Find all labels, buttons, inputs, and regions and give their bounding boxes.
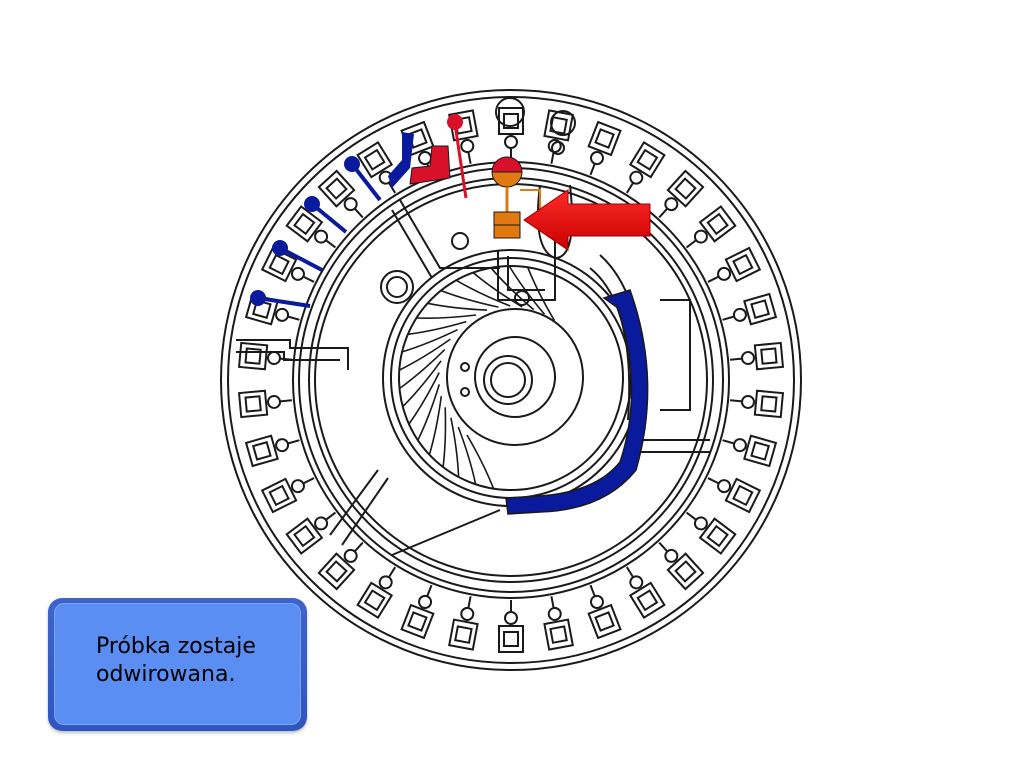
port-left-inner (386, 276, 408, 298)
cuvette-cell (543, 596, 574, 651)
cuvette-cell (244, 434, 300, 468)
rotor-ring-3 (308, 177, 714, 583)
caption-line-2: odwirowana. (96, 662, 236, 687)
blue-collection-arc (505, 289, 649, 515)
spiral-vane (417, 384, 441, 441)
cuvette-cell (707, 246, 762, 283)
spiral-vane (427, 302, 488, 311)
spiral-vane (455, 279, 511, 307)
spiral-vane (472, 271, 523, 308)
spiral-vane (450, 417, 460, 478)
spiral-vane (440, 289, 499, 308)
chamber-right (660, 299, 691, 411)
red-sample-chamber (409, 114, 468, 199)
metering-chamber (491, 156, 541, 239)
hub-ring-2 (390, 257, 632, 499)
cuvette-cell (729, 341, 785, 371)
hub-center-core (490, 362, 526, 398)
caption-line-1: Próbka zostaje (96, 634, 256, 659)
spiral-vane (457, 426, 477, 485)
port-left (380, 270, 414, 304)
hub-center-ring (474, 336, 556, 418)
cuvette-cell (685, 205, 737, 249)
cuvette-cell (317, 169, 364, 219)
spiral-vane (442, 407, 447, 468)
spiral-vane (428, 395, 443, 455)
channel-top-center (497, 240, 556, 301)
spiral-vane (402, 360, 442, 408)
spoke-lower-left (329, 469, 379, 536)
spiral-vane (407, 320, 467, 336)
cuvette-ring (237, 107, 785, 653)
spiral-vane (416, 314, 477, 319)
cuvette-cell (729, 389, 785, 419)
caption-text: Próbka zostaje odwirowana. (54, 603, 301, 725)
hub-center-inner (483, 355, 533, 405)
spiral-vane (399, 349, 446, 390)
cuvette-cell (685, 511, 737, 555)
cuvette-cell (285, 511, 337, 555)
cuvette-cell (707, 477, 762, 514)
spiral-vane (490, 267, 535, 311)
channel-upper-left-2 (391, 209, 433, 279)
cuvette-cell (448, 596, 479, 651)
cuvette-cell (317, 541, 364, 591)
channel-crescent-2 (589, 267, 631, 421)
port-top-1 (495, 97, 525, 127)
cuvette-cell (237, 389, 293, 419)
cuvette-cell (498, 600, 524, 653)
rotor-outer-rim (220, 89, 802, 671)
channel-top-center-2 (507, 256, 545, 291)
cuvette-cell (587, 120, 622, 176)
cuvette-cell (498, 107, 524, 160)
red-arrow-indicator (523, 189, 651, 251)
hub-center-outer (446, 308, 584, 446)
spiral-channel (398, 265, 556, 489)
channel-left-2 (236, 351, 340, 361)
cuvette-cell (722, 292, 778, 326)
cuvette-cell (625, 566, 666, 619)
cuvette-cell (587, 584, 622, 640)
hub-ring-3 (398, 265, 624, 491)
cuvette-cell (658, 541, 705, 591)
spiral-vane (398, 338, 451, 371)
cuvette-cell (543, 109, 574, 164)
spiral-vane (401, 328, 458, 353)
spoke-bottom (391, 509, 501, 556)
caption-box: Próbka zostaje odwirowana. (48, 598, 307, 731)
channel-left (236, 339, 349, 370)
cuvette-cell (625, 141, 666, 194)
cuvette-cell (356, 566, 397, 619)
hub-hole-2 (460, 387, 470, 397)
cuvette-cell (260, 477, 315, 514)
spiral-vane (408, 372, 440, 425)
spiral-vane (526, 266, 556, 322)
cuvette-cell (244, 292, 300, 326)
port-upper-mid (451, 232, 469, 250)
hub-hole-1 (460, 362, 470, 372)
cuvette-cell (400, 584, 435, 640)
spoke-lower-left-2 (341, 477, 389, 546)
cuvette-cell (722, 434, 778, 468)
channel-upper-left (399, 199, 500, 269)
spiral-vane (466, 434, 495, 489)
cuvette-cell (658, 169, 705, 219)
rotor-outer-rim-inner (227, 96, 795, 664)
blue-inlet-channels (250, 132, 414, 308)
cuvette-cell (285, 205, 337, 249)
